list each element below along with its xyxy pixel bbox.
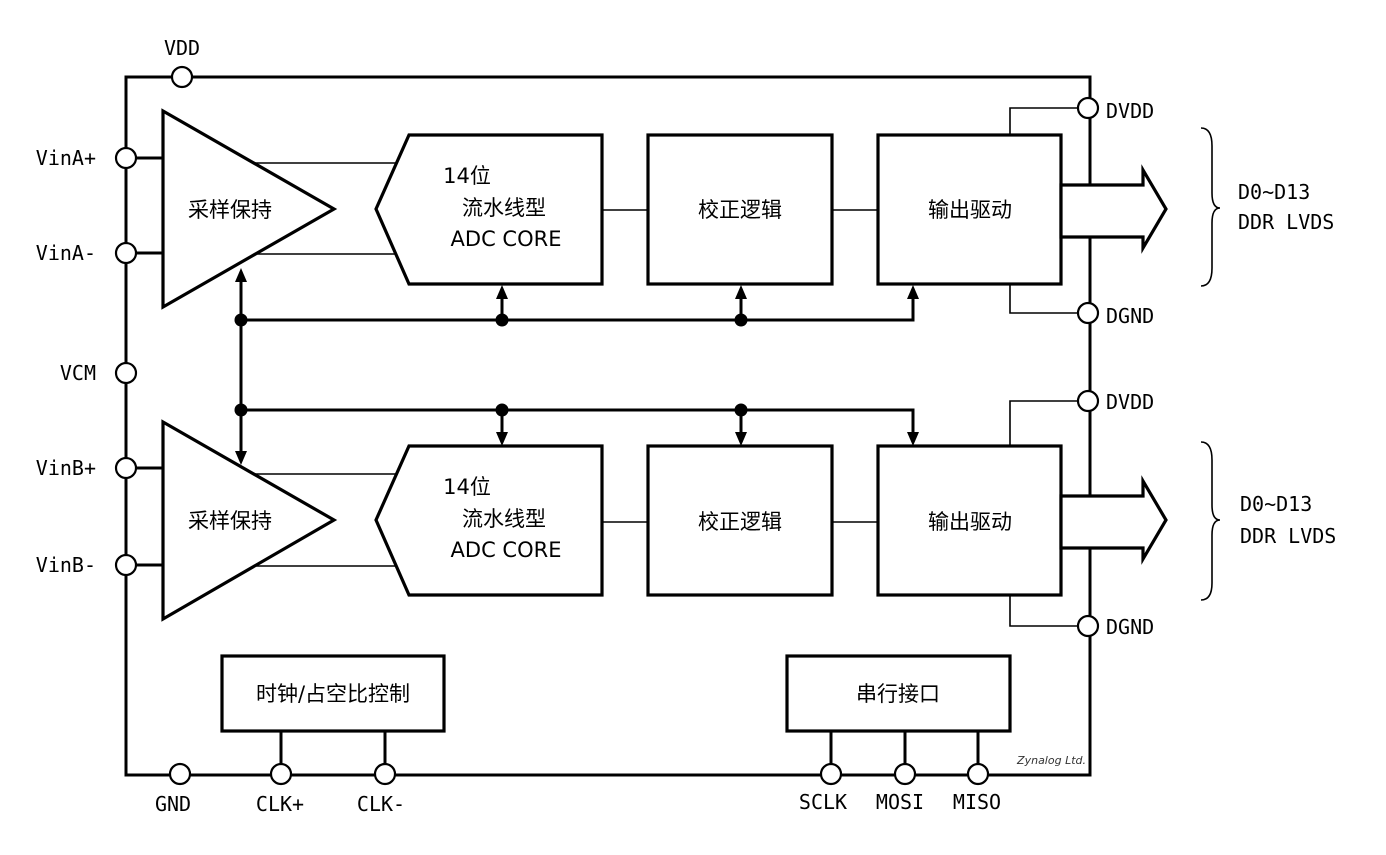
clock-duty-control-block bbox=[220, 654, 446, 733]
junction-dot bbox=[495, 313, 509, 327]
output-bus-arrow-a bbox=[1059, 164, 1168, 254]
junction-dot bbox=[495, 403, 509, 417]
pin-label-dgnd-b: DGND bbox=[1106, 615, 1154, 639]
clock-duty-control-label: 时钟/占空比控制 bbox=[256, 682, 410, 706]
pin-label-dvdd-a: DVDD bbox=[1106, 99, 1154, 123]
adc-core-b-type: 流水线型 bbox=[462, 507, 546, 531]
output-driver-b-label: 输出驱动 bbox=[928, 510, 1012, 534]
output-driver-b bbox=[876, 444, 1063, 597]
junction-dot bbox=[234, 403, 248, 417]
control-wiring bbox=[279, 729, 980, 766]
output-b-bits: D0~D13 bbox=[1240, 492, 1312, 516]
pin-miso bbox=[966, 762, 990, 786]
pin-label-vina-n: VinA- bbox=[36, 241, 96, 265]
brand-mark: Zynalog Ltd. bbox=[1016, 754, 1086, 767]
power-rails bbox=[124, 75, 1092, 777]
pin-label-dgnd-a: DGND bbox=[1106, 304, 1154, 328]
output-brace-a bbox=[1200, 127, 1221, 287]
adc-core-b bbox=[374, 444, 604, 597]
output-a-bits: D0~D13 bbox=[1238, 180, 1310, 204]
pin-vina-n bbox=[114, 241, 138, 265]
sample-hold-b bbox=[161, 419, 338, 622]
pin-sclk bbox=[819, 762, 843, 786]
junction-dot bbox=[734, 313, 748, 327]
adc-core-a-type: 流水线型 bbox=[462, 196, 546, 220]
pin-clk-p bbox=[269, 762, 293, 786]
pin-gnd bbox=[168, 762, 192, 786]
adc-core-a-name: ADC CORE bbox=[451, 227, 562, 251]
output-b-format: DDR LVDS bbox=[1240, 524, 1336, 548]
pin-clk-n bbox=[373, 762, 397, 786]
output-bus-arrow-b bbox=[1059, 475, 1168, 565]
clock-distribution bbox=[234, 268, 919, 465]
junction-dot bbox=[734, 403, 748, 417]
correction-logic-a bbox=[646, 133, 834, 286]
serial-interface-block bbox=[785, 654, 1012, 733]
adc-core-b-bits: 14位 bbox=[443, 475, 491, 499]
pin-label-vinb-p: VinB+ bbox=[36, 456, 96, 480]
adc-core-b-name: ADC CORE bbox=[451, 538, 562, 562]
pin-label-vdd: VDD bbox=[164, 36, 200, 60]
serial-interface-label: 串行接口 bbox=[856, 682, 940, 706]
correction-logic-b-label: 校正逻辑 bbox=[698, 510, 782, 534]
pin-dvdd-a bbox=[1076, 96, 1100, 120]
pin-vcm bbox=[114, 361, 138, 385]
pin-label-miso: MISO bbox=[953, 790, 1001, 814]
output-a-format: DDR LVDS bbox=[1238, 210, 1334, 234]
output-driver-a bbox=[876, 133, 1063, 286]
adc-core-a bbox=[374, 133, 604, 286]
pin-label-gnd: GND bbox=[155, 792, 191, 816]
junction-dot bbox=[234, 313, 248, 327]
correction-logic-a-label: 校正逻辑 bbox=[698, 198, 782, 222]
output-brace-b bbox=[1200, 441, 1221, 601]
pin-dvdd-b bbox=[1076, 389, 1100, 413]
pin-label-vinb-n: VinB- bbox=[36, 553, 96, 577]
pin-label-mosi: MOSI bbox=[876, 790, 924, 814]
pin-mosi bbox=[893, 762, 917, 786]
sample-hold-a-label: 采样保持 bbox=[188, 198, 272, 222]
pin-label-clk-n: CLK- bbox=[357, 792, 405, 816]
pin-dgnd-a bbox=[1076, 301, 1100, 325]
pin-label-vina-p: VinA+ bbox=[36, 146, 96, 170]
pin-vdd bbox=[170, 65, 194, 89]
pin-vina-p bbox=[114, 146, 138, 170]
output-driver-a-label: 输出驱动 bbox=[928, 198, 1012, 222]
pin-label-vcm: VCM bbox=[60, 361, 96, 385]
correction-logic-b bbox=[646, 444, 834, 597]
pin-vinb-p bbox=[114, 456, 138, 480]
pin-label-clk-p: CLK+ bbox=[256, 792, 304, 816]
sample-hold-a bbox=[161, 108, 338, 310]
pin-label-dvdd-b: DVDD bbox=[1106, 390, 1154, 414]
sample-hold-b-label: 采样保持 bbox=[188, 509, 272, 533]
pin-vinb-n bbox=[114, 553, 138, 577]
pin-label-sclk: SCLK bbox=[799, 790, 847, 814]
adc-core-a-bits: 14位 bbox=[443, 164, 491, 188]
pin-dgnd-b bbox=[1076, 614, 1100, 638]
